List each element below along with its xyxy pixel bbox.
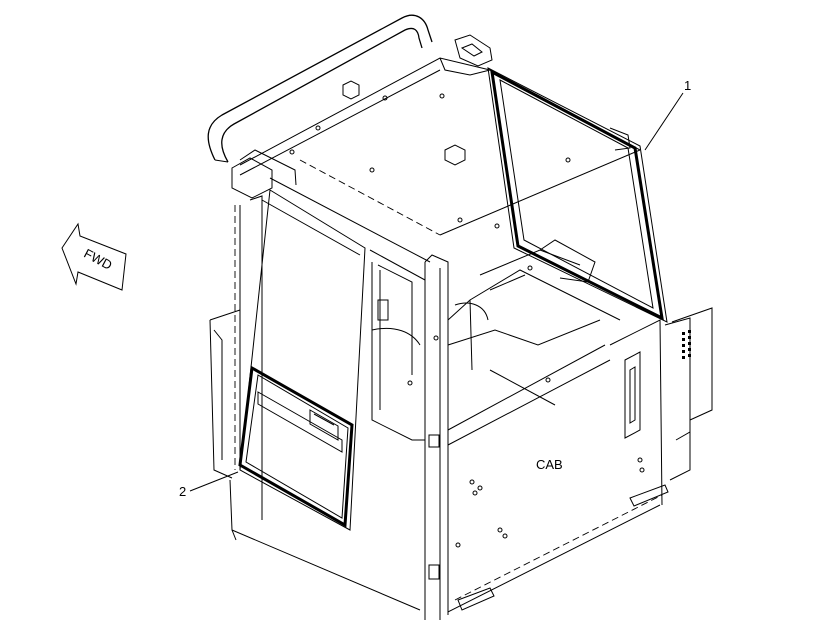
component-label: CAB <box>536 457 563 472</box>
direction-arrow-icon: FWD <box>61 222 127 291</box>
cab-interior <box>369 239 621 446</box>
callout-2: 2 <box>179 471 239 499</box>
cab-right-side <box>447 307 713 613</box>
vent-grille <box>682 330 691 359</box>
callout-2-number: 2 <box>179 484 186 499</box>
roof-window <box>487 67 668 323</box>
roof-corner-bracket <box>454 34 631 151</box>
roof-handrail <box>207 14 433 163</box>
cab-front-pillar <box>424 254 449 620</box>
callout-1: 1 <box>644 78 691 151</box>
fwd-label: FWD <box>82 246 115 273</box>
callout-1-number: 1 <box>684 78 691 93</box>
cab-left-frame <box>209 149 421 611</box>
roof-panel <box>239 57 641 263</box>
cab-door <box>238 189 366 531</box>
